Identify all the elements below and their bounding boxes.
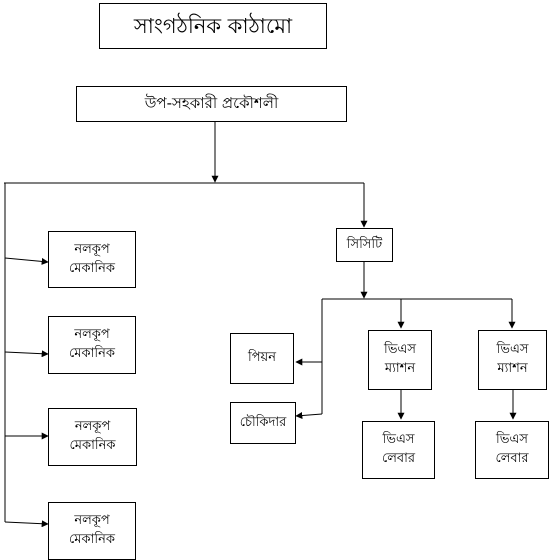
mechanic-4-arrow bbox=[4, 520, 49, 528]
guard-arrow bbox=[295, 412, 323, 420]
mechanic-box-1: নলকূপ মেকানিক bbox=[48, 231, 136, 288]
cict-box: সিসিটি bbox=[336, 228, 393, 262]
guard-box: চৌকিদার bbox=[230, 402, 296, 444]
vs-labour-box-1: ভিএস লেবার bbox=[362, 421, 435, 479]
mechanic-1-arrow bbox=[4, 257, 49, 265]
vs-mason-box-2: ভিএস ম্যাশন bbox=[478, 330, 547, 390]
head-engineer-box: উপ-সহকারী প্রকৌশলী bbox=[76, 86, 347, 122]
mechanic-box-3: নলকূপ মেকানিক bbox=[48, 408, 137, 466]
vs-mason-box-1: ভিএস ম্যাশন bbox=[368, 330, 432, 390]
mechanic-box-4: নলকূপ মেকানিক bbox=[48, 502, 136, 560]
vs-labour-box-2: ভিএস লেবার bbox=[475, 421, 549, 479]
peon-box: পিয়ন bbox=[230, 333, 294, 384]
mechanic-box-2: নলকূপ মেকানিক bbox=[48, 316, 136, 374]
mechanic-2-arrow bbox=[4, 350, 49, 358]
chart-title: সাংগঠনিক কাঠামো bbox=[99, 3, 327, 49]
